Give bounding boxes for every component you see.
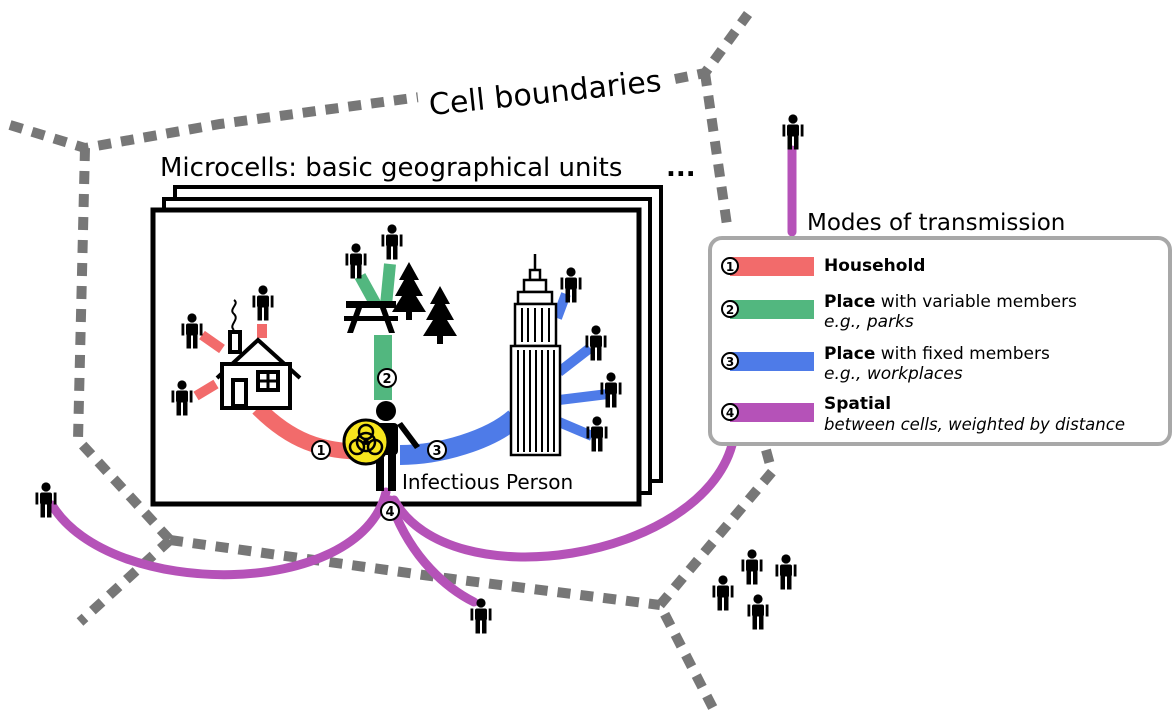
picnic-table-icon [344,301,398,333]
cell-boundary-lines [8,11,778,715]
cell-boundary-line [76,536,174,626]
workplace-paths [399,292,609,465]
biohazard-icon [342,418,390,466]
legend-item-place-variable: 2 Place with variable members e.g., park… [721,292,1077,332]
person-icon [782,114,804,150]
person-icon [747,594,769,630]
svg-text:1: 1 [316,444,325,459]
cell-boundary-line [674,11,753,84]
svg-text:4: 4 [726,406,734,420]
legend: Modes of transmission 1 Household 2 Plac… [708,210,1172,446]
cell-boundary-line [8,92,421,154]
infectious-person-label: Infectious Person [402,470,573,494]
svg-text:between cells, weighted by dis: between cells, weighted by distance [824,415,1125,434]
spatial-paths [47,145,797,607]
path-number-park: 2 [377,368,397,388]
park-paths [354,263,396,400]
legend-item-household: 1 Household [721,256,925,276]
microcells-ellipsis: ... [666,153,696,183]
svg-text:e.g., parks: e.g., parks [824,312,914,332]
legend-box [708,236,1172,446]
path-number-workplace: 3 [427,440,447,460]
house-icon [215,299,302,410]
legend-title: Modes of transmission [807,210,1065,236]
legend-item-spatial: 4 Spatial between cells, weighted by dis… [721,394,1125,434]
cell-boundary-line [72,147,174,544]
person-icon [712,575,734,611]
svg-text:Household: Household [824,256,925,276]
legend-item-place-fixed: 3 Place with fixed members e.g., workpla… [721,344,1050,384]
svg-text:2: 2 [382,372,391,387]
cell-boundaries-label: Cell boundaries [416,54,676,128]
person-icon [741,549,763,585]
svg-text:3: 3 [726,355,734,369]
svg-text:e.g., workplaces: e.g., workplaces [824,364,963,384]
microcells-label: Microcells: basic geographical units [160,153,622,183]
cell-boundary-line [700,72,733,233]
svg-text:Place with fixed members: Place with fixed members [824,344,1050,364]
path-number-household: 1 [311,440,331,460]
svg-text:Spatial: Spatial [824,394,891,414]
path-number-spatial: 4 [380,501,400,521]
svg-text:Place with variable members: Place with variable members [824,292,1077,312]
skyscraper-icon [509,254,562,457]
cell-boundary-line [654,448,778,715]
svg-text:3: 3 [432,444,441,459]
svg-text:4: 4 [385,505,394,520]
person-icon [775,554,797,590]
svg-text:2: 2 [726,303,734,317]
svg-text:1: 1 [726,260,734,274]
